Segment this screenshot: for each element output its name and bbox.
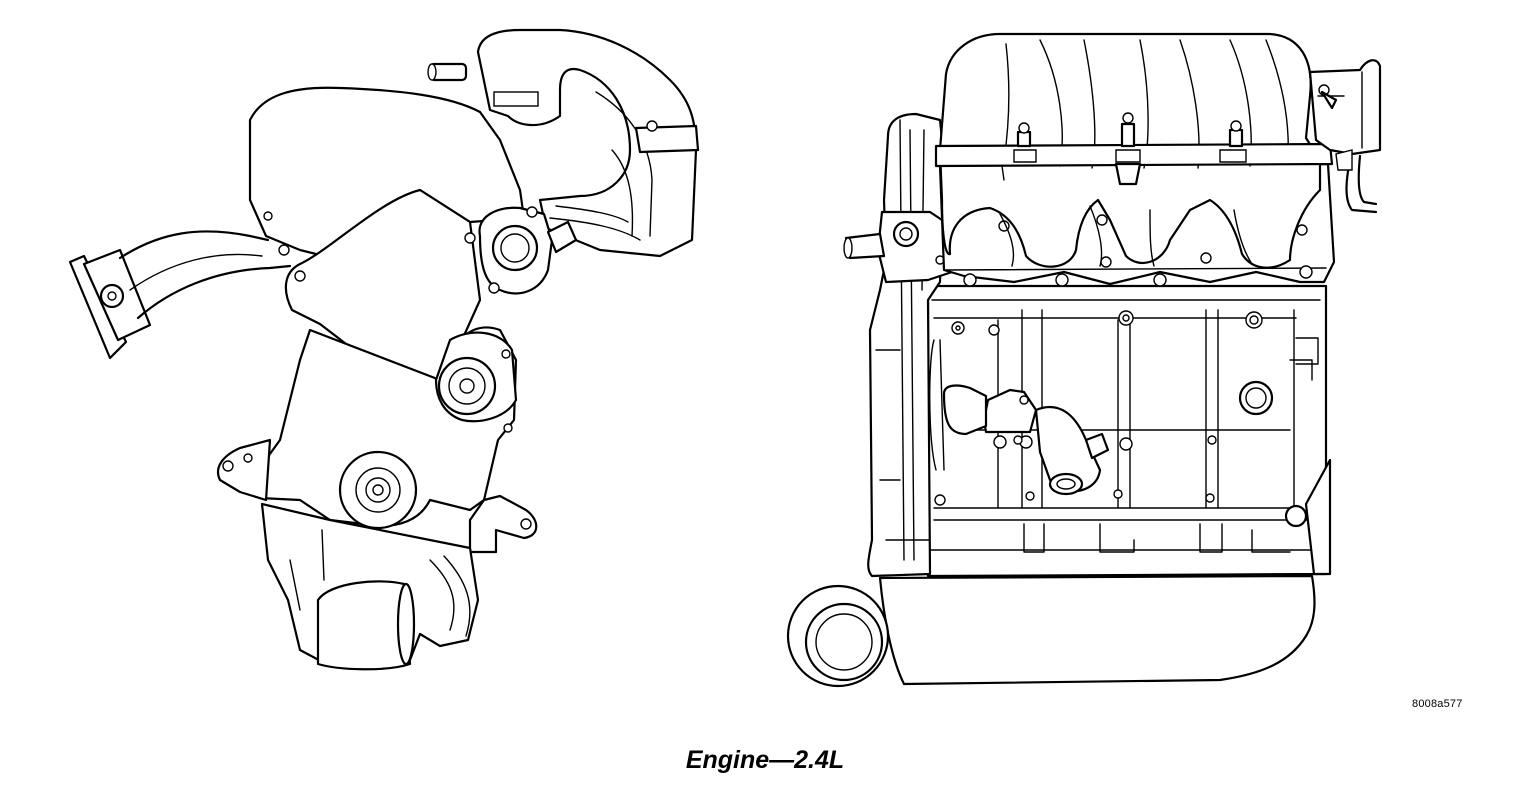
engine-block (926, 284, 1332, 578)
engine-side-view (786, 32, 1382, 688)
accessory-bracket-left (216, 438, 272, 502)
thermostat-housing (478, 206, 578, 295)
exhaust-pipe (118, 230, 270, 260)
water-pump-pulley (434, 331, 518, 433)
oil-filter (316, 580, 416, 671)
accessory-bracket-right (468, 494, 538, 554)
oil-pan (878, 574, 1316, 686)
crankshaft-pulley (338, 450, 418, 530)
figure-caption: Engine—2.4L (685, 746, 845, 774)
engine-end-view (68, 28, 700, 671)
cam-sensor (843, 210, 962, 284)
exhaust-manifold-flange (68, 248, 152, 360)
intake-runner (476, 28, 700, 258)
intake-manifold (934, 32, 1334, 269)
transfer-pipe (942, 384, 988, 436)
figure-reference-code: 8008a577 (1412, 698, 1463, 710)
idler-pulley (786, 584, 890, 688)
throttle-body (1308, 59, 1382, 214)
coolant-inlet-tube (982, 388, 1110, 496)
